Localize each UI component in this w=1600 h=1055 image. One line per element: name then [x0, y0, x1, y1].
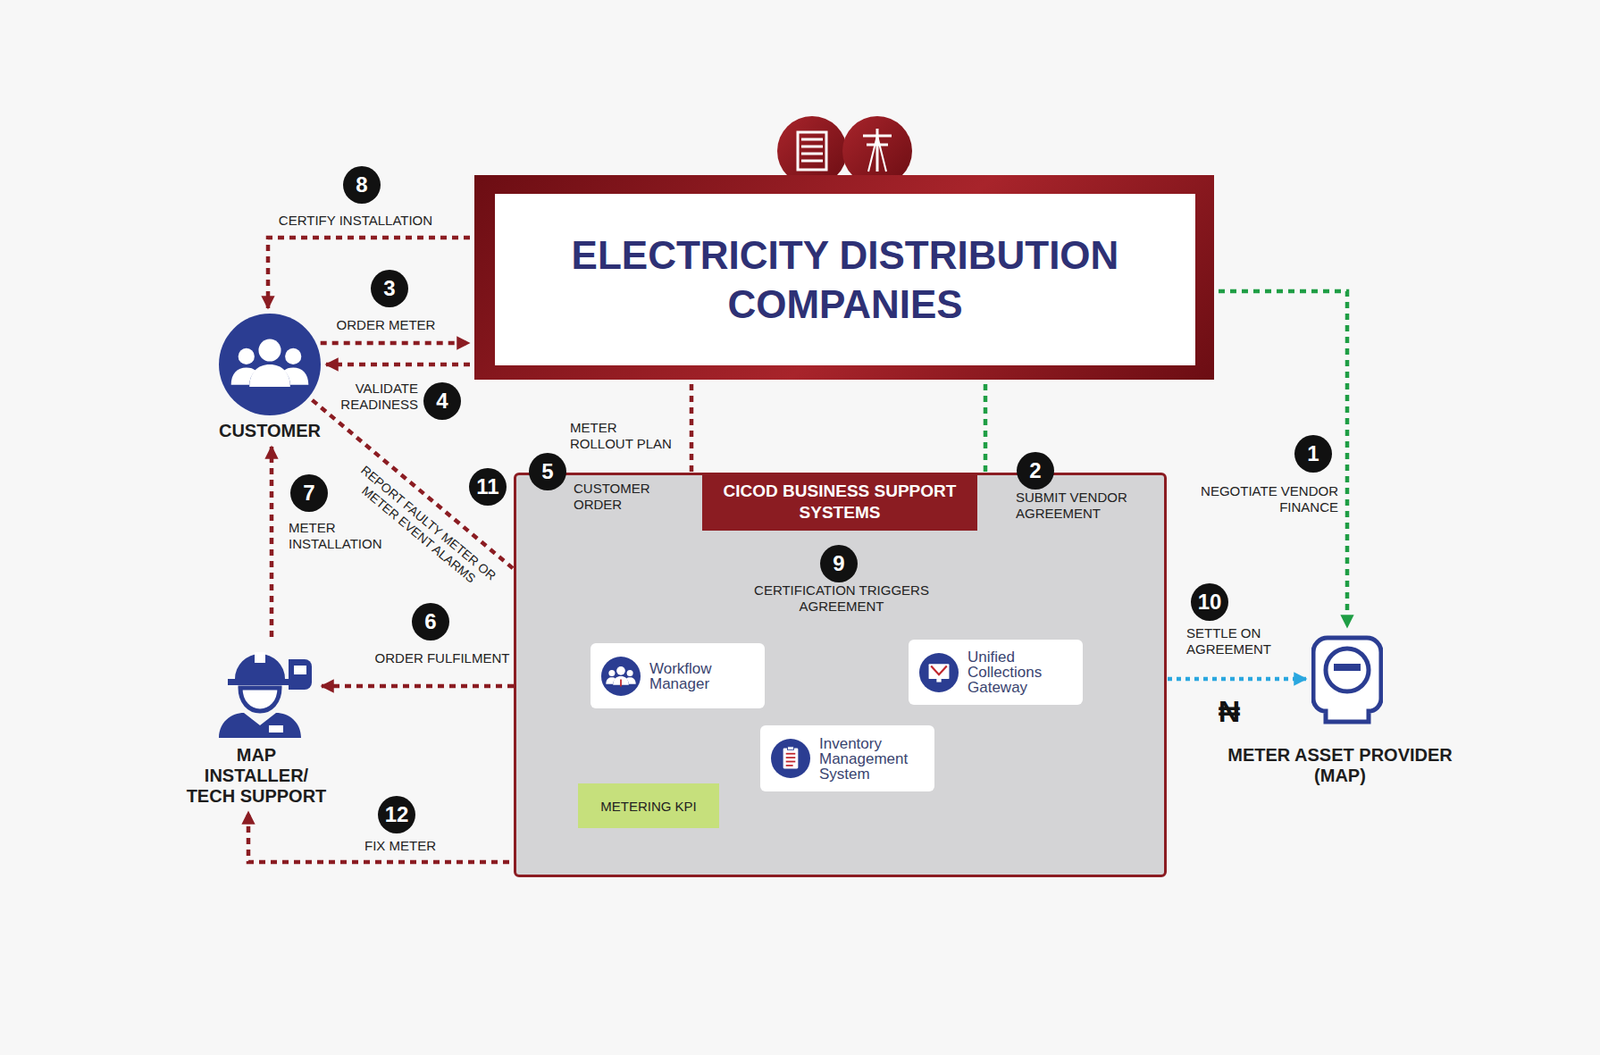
- system-name: Unified Collections Gateway: [967, 649, 1068, 696]
- system-icon: [919, 653, 959, 693]
- edge-label: METER INSTALLATION: [288, 519, 401, 553]
- customer-icon: [218, 313, 321, 416]
- system-icon: [601, 656, 641, 696]
- company-box-inner: ELECTRICITY DISTRIBUTION COMPANIES: [494, 193, 1196, 366]
- edge-label: SUBMIT VENDOR AGREEMENT: [1015, 489, 1141, 522]
- icon-symbol: [601, 656, 641, 696]
- step-label: CUSTOMER ORDER: [573, 480, 672, 513]
- kpi-name: METERING KPI: [600, 798, 697, 814]
- people-symbol: [218, 313, 321, 416]
- currency-symbol: ₦: [1218, 694, 1241, 729]
- edge-label: SETTLE ON AGREEMENT: [1186, 625, 1290, 658]
- callout-number: 7: [290, 474, 328, 512]
- callout-number: 12: [377, 795, 416, 834]
- dashed-connector: [268, 237, 470, 309]
- edge-label: VALIDATE READINESS: [310, 380, 419, 413]
- company-box: ELECTRICITY DISTRIBUTION COMPANIES: [474, 175, 1215, 380]
- callout-number: 9: [820, 544, 858, 583]
- edge-label: ORDER METER: [323, 317, 449, 334]
- icon-symbol: [919, 653, 959, 693]
- system-name: Inventory Management System: [819, 736, 920, 782]
- dashed-connector: [1218, 291, 1348, 628]
- system-panel: CICOD BUSINESS SUPPORT SYSTEMS Workflow M…: [513, 472, 1167, 878]
- node-title: METER ASSET PROVIDER (MAP): [1210, 745, 1470, 787]
- node-title: MAP INSTALLER/ TECH SUPPORT: [184, 745, 328, 807]
- callout-number: 6: [411, 603, 450, 641]
- icon-symbol: [770, 738, 811, 779]
- edge-label: FIX METER: [346, 837, 454, 855]
- panel-header: CICOD BUSINESS SUPPORT SYSTEMS: [702, 472, 978, 531]
- edge-label: ORDER FULFILMENT: [361, 650, 523, 667]
- callout-number: 10: [1190, 583, 1229, 621]
- system-box: Workflow Manager: [590, 643, 765, 709]
- meter-icon: [1311, 632, 1383, 725]
- callout-number: 11: [469, 468, 507, 506]
- company-name: ELECTRICITY DISTRIBUTION COMPANIES: [514, 230, 1176, 329]
- kpi-box: METERING KPI: [578, 783, 720, 829]
- callout-number: 4: [423, 382, 461, 420]
- system-name: Workflow Manager: [649, 661, 750, 692]
- edge-label: METER ROLLOUT PLAN: [569, 419, 682, 453]
- installer-node: MAP INSTALLER/ TECH SUPPORT: [167, 641, 346, 807]
- meter-symbol: [1311, 632, 1383, 725]
- node-title: CUSTOMER: [211, 420, 328, 442]
- panel-title: CICOD BUSINESS SUPPORT SYSTEMS: [707, 480, 972, 524]
- system-box: Inventory Management System: [760, 725, 935, 792]
- dashed-connector: [269, 446, 275, 637]
- callout-number: 2: [1016, 452, 1055, 490]
- edge-label: NEGOTIATE VENDOR FINANCE: [1199, 483, 1339, 516]
- system-icon: [770, 738, 811, 779]
- dashed-connector: [326, 362, 470, 368]
- edge-label: CERTIFICATION TRIGGERS AGREEMENT: [752, 582, 931, 615]
- callout-number: 3: [370, 269, 409, 308]
- dashed-connector: [320, 341, 470, 346]
- callout-number: 8: [343, 166, 381, 204]
- customer-node: CUSTOMER: [211, 313, 328, 442]
- installer-symbol: [211, 641, 318, 738]
- callout-number: 1: [1294, 435, 1332, 473]
- edge-label: CERTIFY INSTALLATION: [257, 212, 454, 229]
- system-box: Unified Collections Gateway: [908, 639, 1083, 705]
- callout-number: 5: [528, 452, 567, 491]
- installer-icon: [211, 641, 318, 738]
